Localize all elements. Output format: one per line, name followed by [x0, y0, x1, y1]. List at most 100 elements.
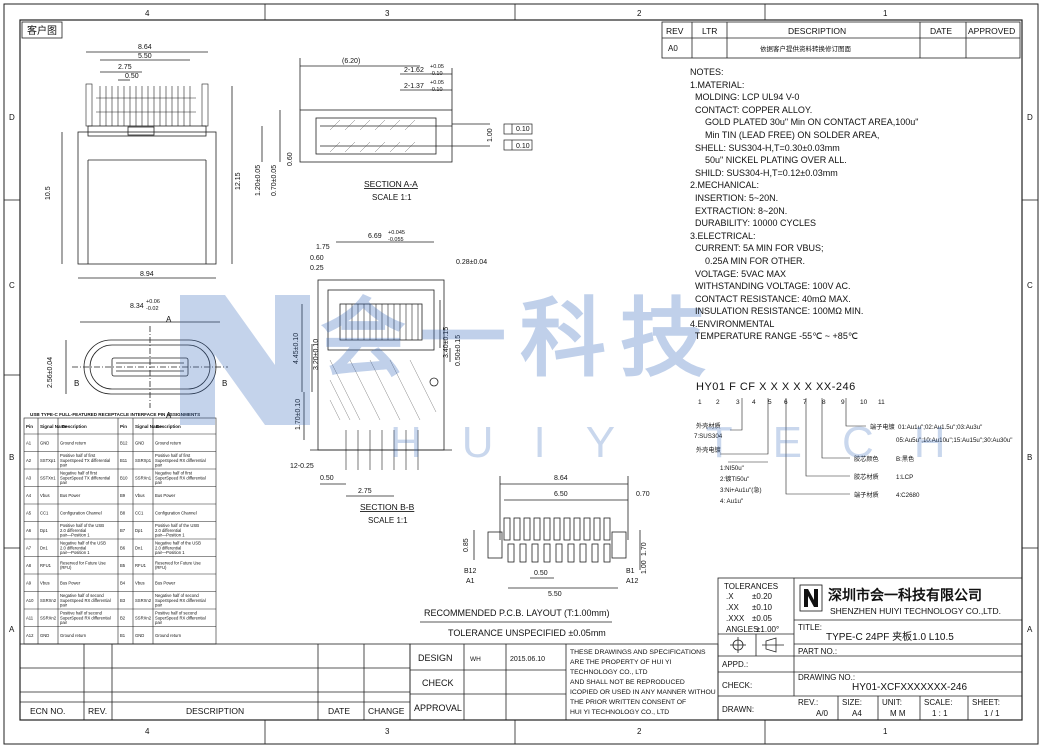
pin-table-cell: Vbus [135, 580, 145, 585]
pin-table-cell: GND [40, 633, 49, 638]
grid-row-c-r: C [1027, 281, 1033, 290]
grid-col-3-b: 3 [385, 727, 390, 736]
part-code-legend [720, 398, 866, 495]
svg-text:4: 4 [752, 399, 756, 406]
ecn-headers: ECN NO. REV. DESCRIPTION DATE CHANGE [30, 706, 405, 716]
note-line: 0.25A MIN FOR OTHER. [690, 255, 806, 266]
rev-header-rev: REV [666, 26, 684, 36]
unit-label: UNIT: [882, 698, 902, 707]
design-by: WH [470, 656, 481, 663]
company-name-cn: 深圳市会一科技有限公司 [828, 587, 982, 603]
design-date: 2015.06.10 [510, 656, 545, 663]
note-line: TEMPERATURE RANGE -55℃ ~ +85℃ [690, 331, 858, 342]
svg-text:3: 3 [736, 399, 740, 406]
pcb-layout-view [473, 476, 641, 589]
pin-th-pin-b: Pin [120, 424, 127, 429]
pin-table-cell: RFU1 [135, 563, 147, 568]
check-label-tb: CHECK: [722, 681, 752, 690]
legend-terminal-opt: 4:C2680 [896, 492, 920, 499]
size-label: SIZE: [842, 698, 862, 707]
section-mark-a-top: A [166, 315, 172, 324]
dim-8-94: 8.94 [140, 271, 154, 278]
company-logo-icon [799, 584, 823, 612]
grid-row-b-r: B [1027, 453, 1032, 462]
svg-text:ANGLES: ANGLES [726, 625, 758, 634]
ecn-header-desc: DESCRIPTION [186, 706, 244, 716]
svg-text:.XXX: .XXX [726, 614, 745, 623]
svg-text:6: 6 [784, 399, 788, 406]
svg-text:.X: .X [726, 592, 734, 601]
pin-table-cell: Configuration Channel [60, 510, 102, 515]
pin-table-cell: A3 [26, 475, 32, 480]
pin-table-cell: Vbus [135, 493, 145, 498]
note-line: 2.MECHANICAL: [690, 180, 760, 191]
grid-row-d: D [9, 113, 15, 122]
pin-table-cell: Bus Power [60, 493, 81, 498]
section-aa-dims: (6.20) 2-1.62 +0.05 -0.10 2-1.37 +0.05 -… [255, 58, 530, 196]
svg-text:±0.10: ±0.10 [752, 603, 773, 612]
pin-table-cell: A7 [26, 545, 32, 550]
pin-table-cell: Ground return [155, 440, 182, 445]
pin-th-pin: Pin [26, 424, 33, 429]
pin-table-cell: SSRXp1 [135, 458, 152, 463]
note-line: NOTES: [690, 67, 724, 77]
title-value: TYPE-C 24PF 夹板1.0 L10.5 [826, 630, 954, 643]
pin-table-cell: B11 [120, 458, 128, 463]
note-line: 1.MATERIAL: [690, 79, 745, 90]
mating-face-dims: 8.34 +0.06 -0.02 2.56±0.04 A A B B [47, 299, 227, 420]
dim-pcb-0-70: 0.70 [636, 491, 650, 498]
note-line: CONTACT RESISTANCE: 40mΩ MAX. [690, 293, 851, 304]
pin-table-cell: Bus Power [60, 580, 81, 585]
grid-col-1: 1 [883, 9, 888, 18]
pcb-label-a1: A1 [466, 578, 475, 585]
legend-contact: 端子电镀 [870, 423, 896, 431]
svg-text:5: 5 [768, 399, 772, 406]
note-line: 3.ELECTRICAL: [690, 230, 756, 241]
grid-row-a: A [9, 625, 15, 634]
section-mark-b-right: B [222, 379, 227, 388]
pin-th-desc-b: Description [156, 424, 181, 429]
dim-pcb-8-64: 8.64 [554, 475, 568, 482]
pin-table-cell: GND [40, 440, 49, 445]
pin-table-cell: SSRXn2 [40, 598, 57, 603]
pin-table-cell: SSTXn1 [40, 475, 56, 480]
dim-0-60: 0.60 [287, 152, 294, 166]
tolerances-title: TOLERANCES [724, 582, 778, 591]
svg-text:±1.00°: ±1.00° [756, 625, 779, 634]
dim-1-00: 1.00 [487, 128, 494, 142]
company-name-en: SHENZHEN HUIYI TECHNOLOGY CO.,LTD. [830, 606, 1001, 616]
dim-0-50: 0.50 [125, 73, 139, 80]
note-line: VOLTAGE: 5VAC MAX [690, 268, 787, 279]
pin-table-cell: B3 [120, 598, 126, 603]
pin-table-cell: B2 [120, 615, 126, 620]
legend-contact-1: 01:Au1u";02:Au1.5u";03:Au3u" [898, 424, 982, 431]
legend-color: 胶芯颜色 [854, 455, 879, 463]
legend-plating-4: 4: Au1u" [720, 498, 743, 505]
pin-table-cell: Dp1 [135, 528, 143, 533]
note-line: 4.ENVIRONMENTAL [690, 318, 775, 329]
watermark-en: HUIY TECH [390, 418, 986, 467]
pin-table-cell: B5 [120, 563, 126, 568]
dim-6-20: (6.20) [342, 58, 360, 65]
pin-table-cell: B8 [120, 510, 126, 515]
rev-row-rev: A0 [668, 44, 678, 53]
pcb-caption: RECOMMENDED P.C.B. LAYOUT (T:1.00mm) [424, 608, 610, 618]
note-line: 50u" NICKEL PLATING OVER ALL. [690, 155, 847, 166]
pin-table-cell: Dn1 [40, 545, 48, 550]
pcb-label-b1: B1 [626, 568, 635, 575]
svg-text:2: 2 [716, 399, 720, 406]
gdt-0-10-b: 0.10 [516, 143, 530, 150]
note-line: DURABILITY: 10000 CYCLES [690, 218, 817, 229]
part-code-legend-text: 外壳材质 7:SUS304 外壳电镀 1:NI50u" 2:镀TI50u" 3:… [694, 422, 1012, 505]
dim-5-50: 5.50 [138, 53, 152, 60]
legend-plating-1: 1:NI50u" [720, 465, 744, 472]
legend-shell: 外壳材质 [696, 422, 721, 430]
pin-table-cell: Ground return [60, 633, 87, 638]
ecn-block [19, 643, 411, 721]
